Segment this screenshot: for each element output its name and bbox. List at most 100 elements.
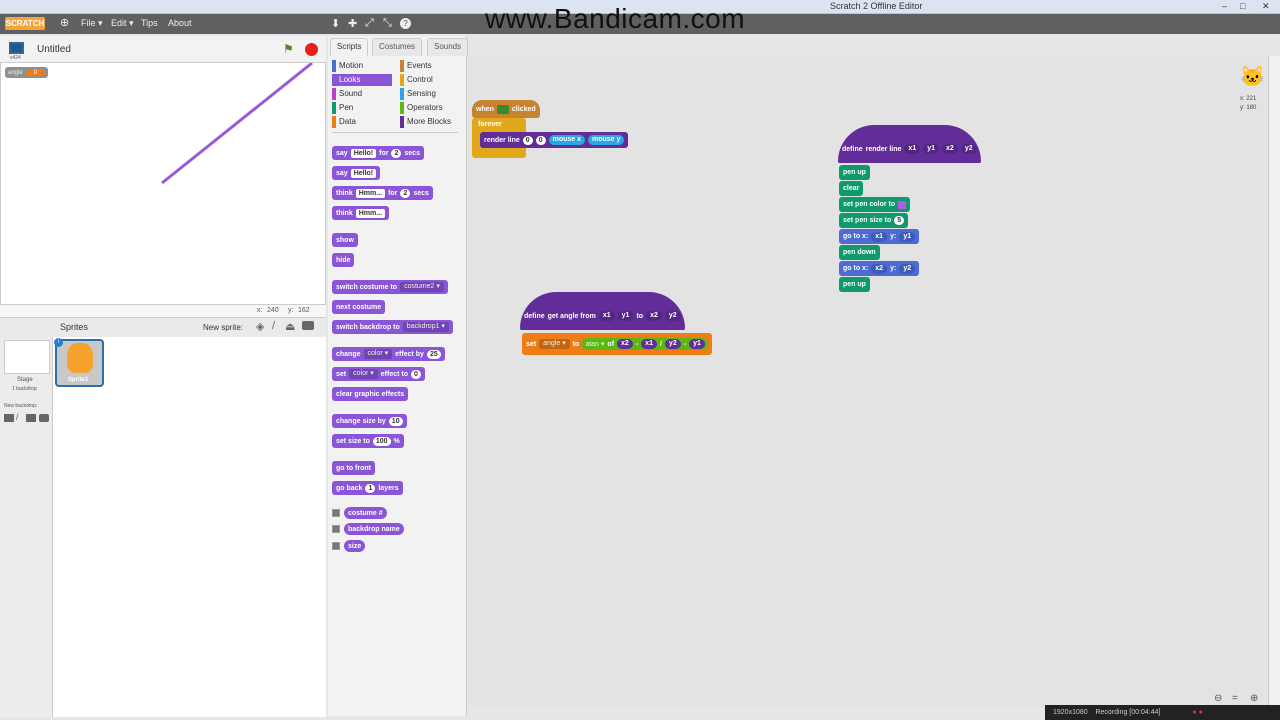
maximize-button[interactable]: □ [1240,1,1246,11]
category-events[interactable]: Events [400,60,460,72]
zoom-out-icon[interactable]: ⊖ [1214,693,1223,704]
palette-block[interactable]: show [332,233,358,247]
menu-edit[interactable]: Edit ▾ [111,18,134,28]
monitor-checkbox[interactable] [332,509,340,517]
upload-sprite-icon[interactable]: ⏏ [285,321,296,333]
palette-block[interactable]: costume # [344,507,387,519]
block-number-input[interactable]: 2 [400,188,411,198]
stage-canvas[interactable]: angle 0 [0,62,326,305]
project-title[interactable]: Untitled [37,44,71,55]
block-number-input[interactable]: 25 [426,349,441,359]
palette-block[interactable]: size [344,540,366,552]
minimize-button[interactable]: – [1222,1,1228,11]
category-more-blocks[interactable]: More Blocks [400,116,460,128]
green-flag-icon[interactable]: ⚑ [283,42,294,56]
block-number-input[interactable]: 10 [388,416,403,426]
block-number-input[interactable]: 0 [535,135,546,145]
block-text-input[interactable]: Hmm... [355,208,386,218]
render-line-body-block[interactable]: pen up [839,277,870,292]
monitor-checkbox[interactable] [332,542,340,550]
palette-block[interactable]: backdrop name [344,523,404,535]
sprite-library-icon[interactable]: ◈ [256,321,265,333]
parameter-reporter[interactable]: x1 [641,339,657,349]
category-motion[interactable]: Motion [332,60,392,72]
menu-tips[interactable]: Tips [141,18,158,28]
block-dropdown[interactable]: color ▾ [349,369,378,379]
zoom-in-icon[interactable]: ⊕ [1250,693,1259,704]
category-data[interactable]: Data [332,116,392,128]
block-dropdown[interactable]: costume2 ▾ [400,282,444,292]
paint-sprite-icon[interactable]: / [272,320,276,332]
camera-icon[interactable] [302,321,314,330]
monitor-checkbox[interactable] [332,525,340,533]
block-text-input[interactable]: Hmm... [355,188,386,198]
palette-block[interactable]: hide [332,253,355,267]
parameter-reporter[interactable]: x2 [617,339,633,349]
parameter-reporter[interactable]: x2 [942,144,958,154]
category-control[interactable]: Control [400,74,460,86]
block-number-input[interactable]: 0 [522,135,533,145]
forever-label[interactable]: forever [474,118,506,130]
category-operators[interactable]: Operators [400,102,460,114]
block-dropdown[interactable]: color ▾ [363,349,393,359]
category-pen[interactable]: Pen [332,102,392,114]
parameter-reporter[interactable]: x1 [904,144,921,154]
block-number-input[interactable]: 0 [411,369,421,379]
render-line-body-block[interactable]: clear [839,181,864,196]
info-icon[interactable]: i [54,338,63,347]
category-looks[interactable]: Looks [332,74,392,86]
stop-record-icon[interactable]: ● ● [1192,709,1203,716]
parameter-reporter[interactable]: x1 [598,311,615,321]
stop-button[interactable] [305,43,318,56]
backdrop-library-icon[interactable] [4,414,14,422]
parameter-reporter[interactable]: y2 [664,311,681,321]
parameter-reporter[interactable]: x2 [646,311,662,321]
parameter-reporter[interactable]: y2 [899,263,916,274]
scripts-scrollbar[interactable] [1268,56,1280,706]
parameter-reporter[interactable]: y1 [923,144,940,154]
paint-backdrop-icon[interactable]: / [16,412,19,422]
block-number-input[interactable]: 2 [391,148,402,158]
tab-scripts[interactable]: Scripts [330,38,369,56]
close-button[interactable]: ✕ [1262,1,1270,11]
globe-icon[interactable]: ⊕ [60,17,70,29]
parameter-reporter[interactable]: y1 [617,311,634,321]
palette-block[interactable]: go to front [332,461,375,475]
shrink-icon[interactable]: ⤡ [383,17,392,29]
parameter-reporter[interactable]: x2 [871,263,888,274]
palette-block[interactable]: next costume [332,300,386,314]
palette-block[interactable]: clear graphic effects [332,387,409,401]
help-icon[interactable]: ? [400,18,411,29]
block-text-input[interactable]: Hello! [350,168,377,178]
variable-monitor[interactable]: angle 0 [5,67,49,78]
block-number-input[interactable]: 100 [372,436,391,446]
parameter-reporter[interactable]: y2 [664,339,681,349]
sensing-reporter[interactable]: mouse x [548,135,586,145]
parameter-reporter[interactable]: x1 [871,231,888,242]
sprite-tile[interactable]: Sprite1 i [54,338,104,387]
sensing-reporter[interactable]: mouse y [588,135,625,145]
block-dropdown[interactable]: backdrop1 ▾ [402,322,449,332]
scratch-logo[interactable]: SCRATCH [5,17,45,30]
category-sound[interactable]: Sound [332,88,392,100]
presentation-mode-icon[interactable] [9,42,24,54]
category-sensing[interactable]: Sensing [400,88,460,100]
tab-sounds[interactable]: Sounds [427,38,469,56]
